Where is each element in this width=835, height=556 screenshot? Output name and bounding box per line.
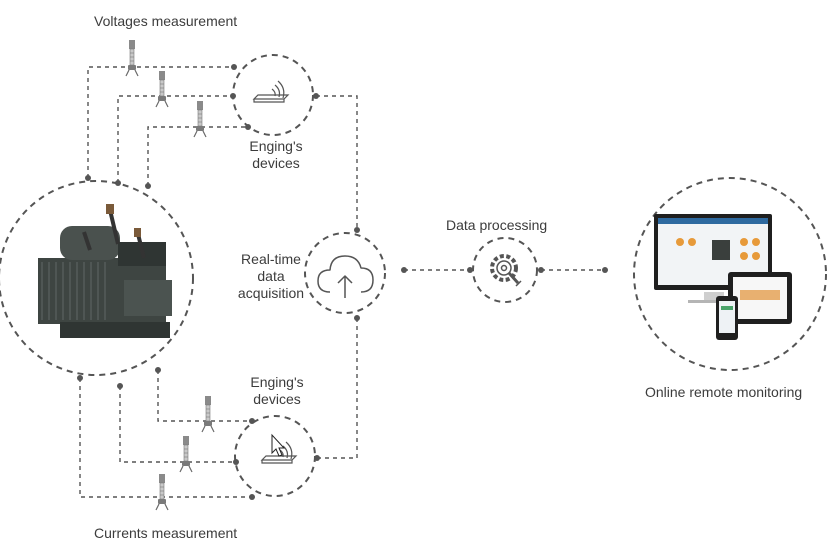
- engings-devices-top-line2: devices: [252, 155, 300, 171]
- transformer-circle: [0, 180, 194, 376]
- realtime-line2: data: [257, 268, 285, 284]
- mouse-cursor-icon: [271, 433, 286, 457]
- engings-devices-bottom-line1: Enging's: [250, 374, 304, 390]
- cloud-circle: [304, 232, 386, 314]
- sensor-probe-icon: [155, 70, 169, 108]
- connector-dots: [77, 64, 608, 500]
- realtime-line1: Real-time: [241, 251, 301, 267]
- sensor-probe-icon: [201, 395, 215, 433]
- monitoring-circle: [633, 177, 827, 371]
- sensor-probe-icon: [193, 100, 207, 138]
- data-processing-label: Data processing: [446, 217, 548, 233]
- current-sensors: [155, 395, 215, 511]
- sensor-probe-icon: [125, 39, 139, 77]
- online-remote-monitoring-label: Online remote monitoring: [645, 384, 803, 400]
- wireless-device-icon: [253, 80, 289, 103]
- realtime-acquisition-label: Real-time data acquisition: [232, 251, 310, 302]
- currents-measurement-label: Currents measurement: [94, 525, 238, 541]
- voltages-measurement-label: Voltages measurement: [94, 13, 238, 29]
- transformer-image: [38, 204, 172, 338]
- cloud-upload-icon: [317, 255, 374, 298]
- voltage-sensors: [125, 39, 207, 138]
- engings-devices-bottom-label: Enging's devices: [241, 374, 313, 408]
- connector-lines: [79, 66, 605, 498]
- engings-devices-top-line1: Enging's: [249, 138, 303, 154]
- realtime-line3: acquisition: [237, 285, 305, 301]
- monitor-devices-image: [654, 214, 792, 340]
- sensor-probe-icon: [155, 473, 169, 511]
- engings-devices-bottom-line2: devices: [253, 391, 301, 407]
- gear-wrench-icon: [490, 254, 522, 287]
- engings-devices-top-label: Enging's devices: [240, 138, 312, 172]
- sensor-probe-icon: [179, 435, 193, 473]
